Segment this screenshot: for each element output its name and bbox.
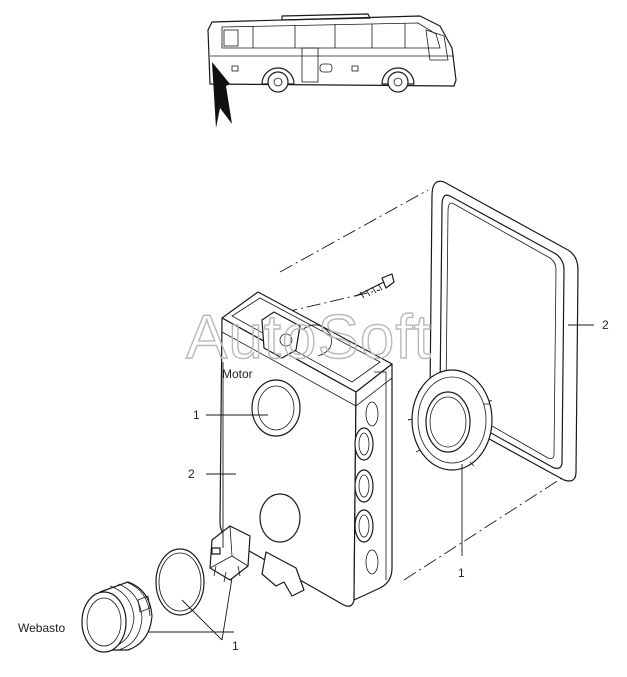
callout-2-seal: 2 [602,318,609,332]
bus-locator-illustration [207,13,457,128]
callout-leaders [148,324,594,641]
webasto-grommet [81,581,153,653]
self-tapping-screw [355,273,395,299]
micro-switch [209,525,251,583]
location-arrow-icon [212,62,232,128]
callout-1-nut: 1 [458,566,465,580]
motor-label: Motor [222,367,253,381]
watermark-text: AutoSoft [186,303,432,372]
seal-frame [429,180,579,482]
callout-2-box: 2 [188,467,195,481]
lock-nut [411,369,493,471]
callout-1-bottom: 1 [232,639,239,653]
callout-1-grommet: 1 [193,408,200,422]
webasto-label: Webasto [18,621,65,635]
o-ring [155,548,205,616]
junction-box [219,291,393,607]
